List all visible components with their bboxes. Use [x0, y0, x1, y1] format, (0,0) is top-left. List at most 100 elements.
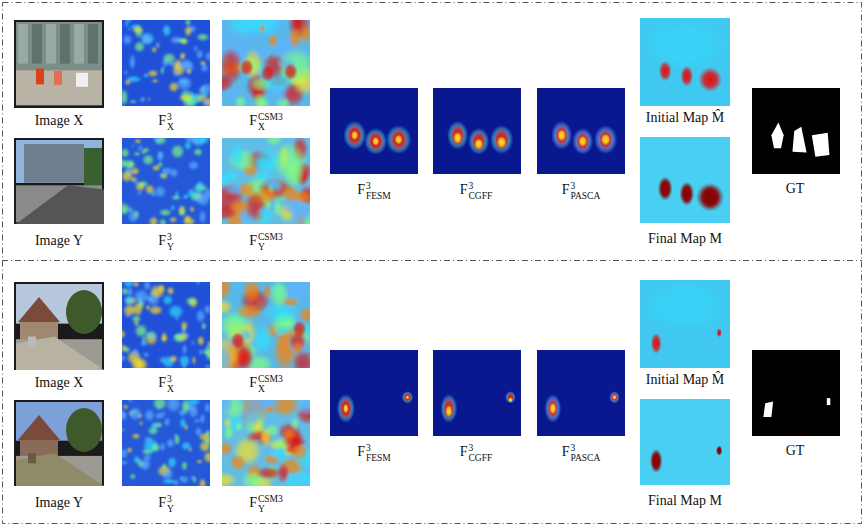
map-blob — [127, 211, 139, 223]
feature-label: F3CGFF — [411, 181, 541, 201]
map-blob — [299, 307, 310, 323]
map-blob — [132, 348, 138, 358]
map-blob — [443, 396, 456, 420]
heat-map — [122, 138, 210, 224]
map-blob — [179, 354, 191, 367]
map-blob — [157, 150, 164, 163]
map-blob — [200, 414, 206, 425]
image-label: Initial Map M̂ — [620, 110, 750, 126]
map-blob — [169, 217, 178, 223]
map-blob — [197, 138, 210, 144]
map-ground — [122, 138, 210, 224]
map-blob — [157, 162, 163, 167]
image-label: Image X — [0, 375, 124, 391]
map-blob — [229, 454, 247, 471]
map-blob — [162, 295, 173, 306]
map-blob — [129, 54, 136, 71]
map-blob — [395, 135, 403, 145]
image-label: Image X — [0, 113, 124, 129]
map-blob — [699, 67, 722, 92]
heat-map — [222, 138, 310, 224]
map-blob — [139, 421, 143, 426]
map-blob — [549, 402, 556, 414]
feature-label: FCSM3X — [201, 374, 331, 394]
map-noise — [122, 400, 210, 486]
map-blob — [141, 150, 145, 154]
heat-map — [122, 282, 210, 368]
map-blob — [243, 282, 261, 303]
map-blob — [124, 80, 131, 86]
map-blob — [351, 130, 358, 140]
map-blob — [196, 309, 206, 323]
map-noise — [222, 400, 310, 486]
map-blob — [493, 128, 510, 152]
map-blob — [129, 100, 137, 103]
map-blob — [403, 392, 412, 402]
map-blob — [187, 188, 196, 198]
map-blob — [293, 340, 302, 353]
heat-map — [122, 20, 210, 106]
photo — [14, 20, 104, 108]
map-blob — [122, 158, 129, 168]
map-blob — [199, 61, 206, 66]
map-blob — [273, 325, 289, 336]
map-blob — [180, 52, 186, 58]
map-blob — [131, 433, 140, 439]
map-blob — [572, 128, 593, 155]
map-blob — [343, 404, 349, 414]
map-blob — [231, 332, 245, 349]
heat-map — [640, 399, 730, 485]
heat-map — [537, 88, 625, 174]
change-region — [827, 398, 831, 405]
map-ground — [640, 137, 730, 223]
map-blob — [184, 215, 192, 223]
map-blob — [578, 136, 587, 147]
map-blob — [238, 181, 256, 198]
map-ground — [640, 18, 730, 106]
map-blob — [601, 134, 611, 146]
change-region — [763, 402, 773, 417]
map-blob — [282, 185, 300, 202]
map-blob — [235, 95, 247, 106]
map-blob — [167, 456, 177, 468]
map-blob — [162, 168, 165, 173]
map-blob — [143, 352, 149, 358]
map-blob — [196, 192, 210, 207]
map-blob — [640, 18, 730, 71]
heat-map — [537, 350, 625, 436]
map-blob — [203, 349, 208, 355]
map-blob — [181, 441, 192, 450]
map-blob — [240, 59, 254, 76]
map-blob — [199, 210, 206, 224]
map-blob — [256, 467, 282, 480]
map-blob — [157, 46, 160, 49]
image-label: Final Map M — [620, 493, 750, 509]
map-blob — [450, 123, 466, 147]
map-blob — [164, 417, 171, 427]
map-blob — [134, 139, 141, 144]
map-blob — [193, 148, 203, 156]
map-blob — [576, 131, 590, 151]
map-blob — [235, 422, 243, 432]
map-blob — [161, 332, 168, 344]
map-blob — [159, 218, 167, 224]
map-blob — [178, 409, 186, 417]
map-blob — [259, 187, 277, 204]
map-blob — [122, 354, 126, 362]
map-blob — [471, 130, 487, 152]
map-blob — [222, 342, 233, 368]
map-blob — [406, 395, 410, 399]
map-blob — [149, 284, 165, 299]
map-blob — [185, 297, 197, 306]
feature-label: F3PASCA — [516, 181, 646, 201]
map-blob — [367, 130, 385, 152]
map-blob — [681, 183, 692, 204]
map-blob — [284, 473, 300, 486]
ground-truth — [752, 88, 840, 174]
map-blob — [122, 88, 128, 106]
map-blob — [151, 443, 161, 453]
map-blob — [170, 205, 175, 211]
map-blob — [284, 159, 304, 189]
map-blob — [122, 148, 130, 158]
map-ground — [330, 88, 418, 174]
